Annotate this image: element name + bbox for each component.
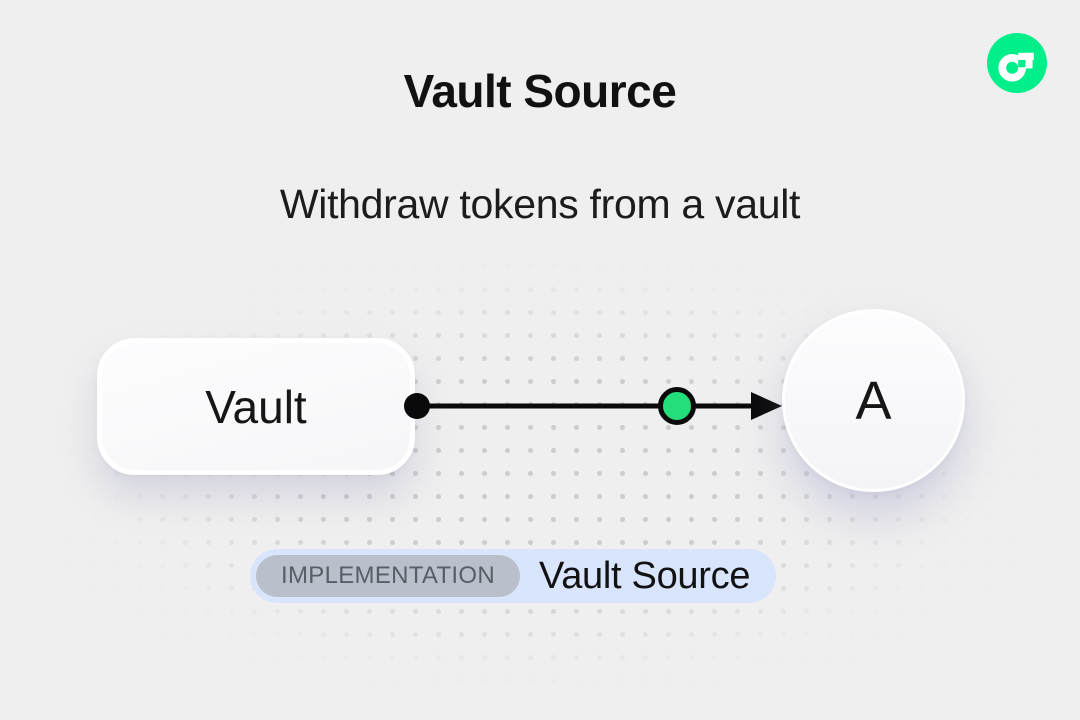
vault-node-label: Vault <box>205 380 307 433</box>
edge-token-circle <box>658 387 696 425</box>
account-node: A <box>782 309 965 492</box>
implementation-badge-label: Vault Source <box>539 554 751 597</box>
vault-node: Vault <box>97 338 415 475</box>
edge-arrow <box>404 387 782 425</box>
implementation-tag-pill: IMPLEMENTATION <box>256 555 520 597</box>
implementation-badge: IMPLEMENTATION Vault Source <box>250 549 777 603</box>
edge-arrowhead-icon <box>751 392 782 420</box>
edge-start-dot <box>404 393 430 419</box>
flow-logo-icon <box>987 33 1047 93</box>
page-title: Vault Source <box>403 65 677 117</box>
account-node-label: A <box>855 370 892 431</box>
page-subtitle: Withdraw tokens from a vault <box>279 181 801 227</box>
